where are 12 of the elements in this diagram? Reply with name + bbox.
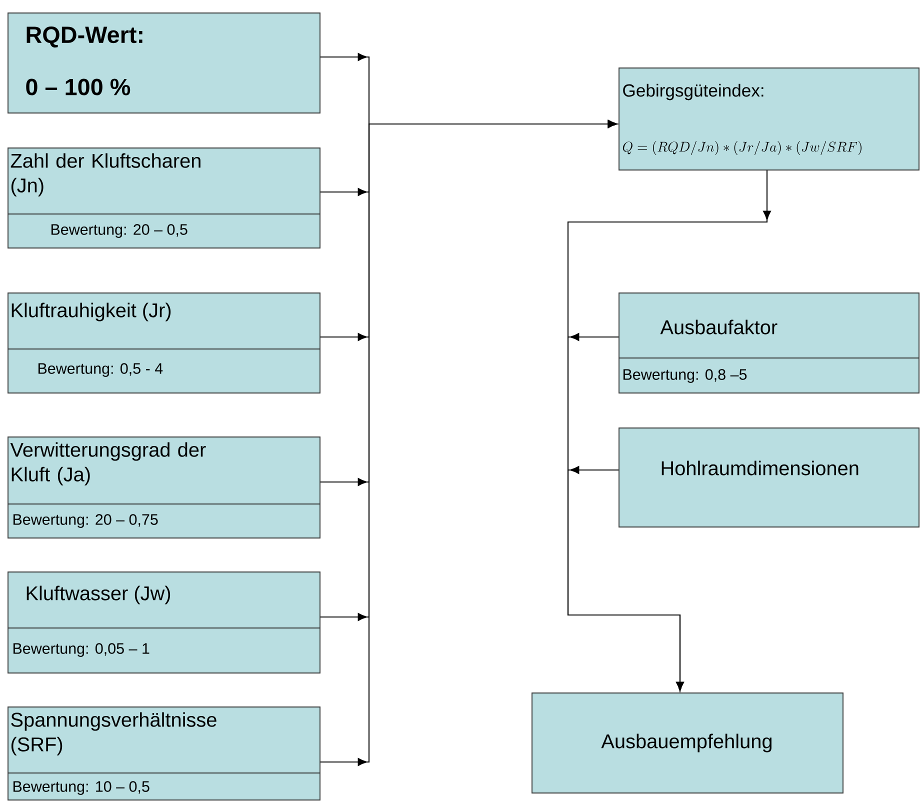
result-box: Ausbauempfehlung (532, 692, 844, 794)
factor-box: Spannungsverhältnisse (SRF) Bewertung: 10 – 0,5 (8, 706, 320, 800)
factor-box: Verwitterungsgrad der Kluft (Ja) Bewertung: 20 – 0,75 (8, 436, 320, 538)
factor-box: Ausbaufaktor Bewertung: 0,8 –5 (618, 292, 920, 394)
arrow (320, 120, 618, 766)
index-box: Gebirgsgüteindex: $Q=(RQD/Jn)*(Jr/Ja)*(Jw/SRF)$ (618, 68, 920, 170)
factor-box: RQD-Wert: 0 – 100 % (8, 12, 320, 114)
factor-box: Hohlraumdimensionen (618, 428, 920, 528)
factor-box: Zahl der Kluftscharen (Jn) Bewertung: 20 – 0,5 (8, 148, 320, 248)
factor-box: Kluftwasser (Jw) Bewertung: 0,05 – 1 (8, 572, 320, 674)
arrow (567, 466, 684, 692)
factor-box: Kluftrauhigkeit (Jr) Bewertung: 0,5 - 4 (8, 292, 320, 394)
